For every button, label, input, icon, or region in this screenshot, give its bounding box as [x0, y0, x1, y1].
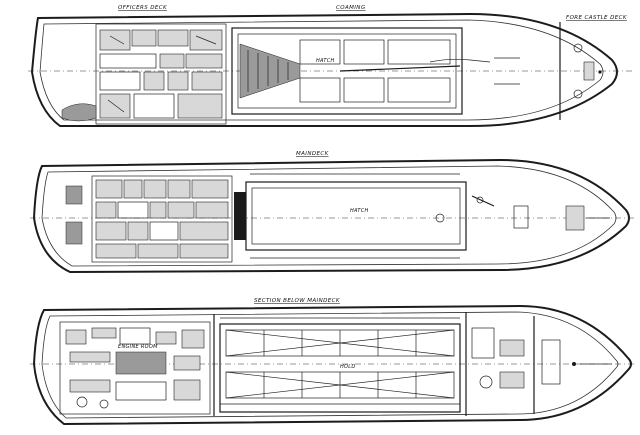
forepeak: [465, 312, 612, 416]
forecastle-deck-title: FORE CASTLE DECK: [566, 15, 627, 21]
officers-deck-title: OFFICERS DECK: [118, 5, 167, 11]
main-hatch-coaming: [245, 181, 467, 251]
engine-room-label: ENGINE ROOM: [118, 344, 158, 350]
officers-accommodation: [95, 23, 227, 125]
upper-hatch-coaming: [231, 27, 491, 115]
upper-bulwark-line: [39, 19, 604, 121]
below-deck-view: SECTION BELOW MAINDECK ENGINE ROOM: [30, 298, 636, 426]
main-bulwark-line: [41, 165, 617, 267]
section-below-maindeck-title: SECTION BELOW MAINDECK: [254, 298, 340, 304]
main-foredeck: [435, 195, 610, 231]
upper-deck-view: OFFICERS DECK HATCH COAMING: [28, 5, 632, 127]
main-hatch-label: HATCH: [350, 208, 369, 214]
below-inner-shell: [41, 311, 619, 419]
engine-room: [59, 321, 211, 415]
funnel-casing: [234, 192, 246, 240]
main-accommodation: [65, 175, 233, 263]
main-deck-title: MAINDECK: [296, 151, 329, 157]
cargo-hold: [219, 317, 461, 413]
upper-hatch-label: HATCH: [316, 58, 335, 64]
coaming-title: COAMING: [336, 5, 365, 11]
aft-lifeboat: [61, 103, 97, 122]
forecastle-fittings: [494, 22, 602, 120]
hold-label: HOLD: [340, 364, 356, 370]
main-deck-view: MAINDECK HATCH: [30, 151, 636, 274]
